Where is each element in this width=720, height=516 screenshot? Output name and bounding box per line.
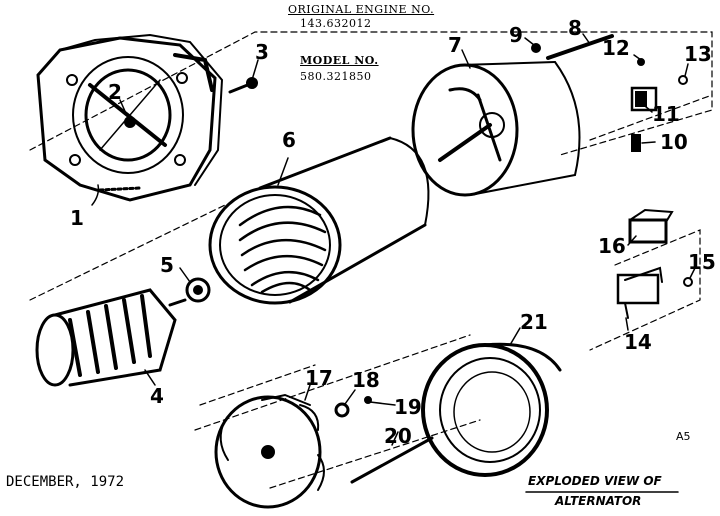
housing-screw: [228, 77, 258, 94]
drawing-title-line2: ALTERNATOR: [555, 494, 642, 508]
callout-17: 17: [305, 366, 333, 390]
callout-2: 2: [108, 80, 122, 104]
callout-21: 21: [520, 310, 548, 334]
callout-16: 16: [598, 234, 626, 258]
rectifier-assembly: [616, 208, 693, 319]
small-washer: [531, 43, 541, 53]
stator-shell: [208, 136, 430, 305]
callout-8: 8: [568, 16, 582, 40]
drawing-title-line1: EXPLODED VIEW OF: [528, 474, 662, 488]
long-bolt: [350, 436, 434, 484]
callout-5: 5: [160, 253, 174, 277]
leader-lines: [91, 33, 696, 446]
callout-18: 18: [352, 368, 380, 392]
callout-10: 10: [660, 130, 688, 154]
callout-9: 9: [509, 23, 523, 47]
callout-13: 13: [684, 42, 712, 66]
model-number-label: MODEL NO.: [300, 54, 379, 67]
callout-6: 6: [282, 128, 296, 152]
model-number: 580.321850: [300, 70, 372, 83]
callout-7: 7: [448, 33, 462, 57]
callout-1: 1: [70, 206, 84, 230]
callout-15: 15: [688, 250, 716, 274]
end-bracket-housing: [411, 61, 581, 197]
callout-20: 20: [384, 424, 412, 448]
date-label: DECEMBER, 1972: [6, 474, 125, 490]
callout-3: 3: [255, 40, 269, 64]
callout-12: 12: [602, 36, 630, 60]
engine-number: 143.632012: [300, 17, 372, 30]
page-code: A5: [676, 430, 691, 443]
drum-housing: [421, 342, 562, 477]
callout-11: 11: [652, 102, 680, 126]
rotor: [35, 288, 187, 387]
bearing: [185, 277, 211, 303]
fan: [214, 393, 325, 509]
engine-number-label: ORIGINAL ENGINE NO.: [288, 3, 435, 16]
callout-4: 4: [150, 384, 164, 408]
terminal-block: [630, 58, 688, 152]
callout-14: 14: [624, 330, 652, 354]
through-rod: [546, 34, 614, 60]
end-housing: [36, 33, 224, 202]
fan-washer: [334, 402, 350, 418]
callout-19: 19: [394, 395, 422, 419]
dashed-frames: [29, 31, 713, 489]
